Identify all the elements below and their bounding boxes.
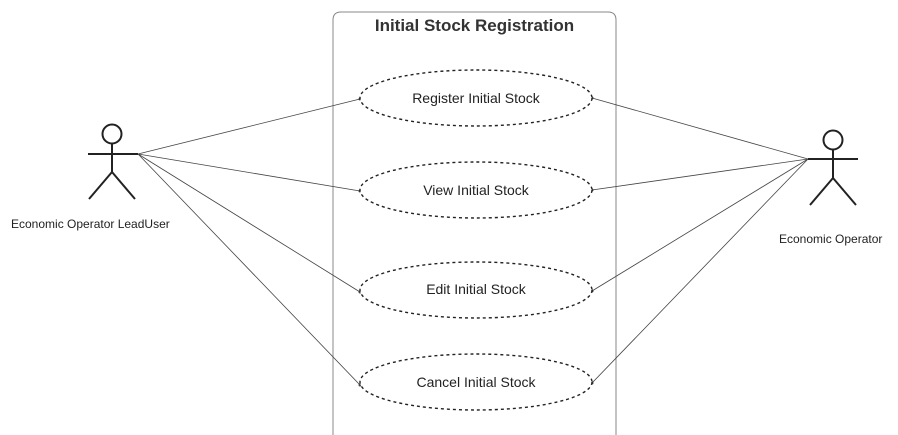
- system-boundary: [332, 11, 617, 435]
- usecase-edit-ellipse: [359, 261, 593, 319]
- assoc-left-edit: [137, 153, 361, 293]
- actor-left-head: [101, 123, 123, 145]
- usecase-view-ellipse: [359, 161, 593, 219]
- usecase-cancel-ellipse: [359, 353, 593, 411]
- actor-left-label: Economic Operator LeadUser: [11, 217, 170, 231]
- actor-right-figure: [808, 129, 858, 206]
- assoc-right-view: [591, 158, 809, 191]
- actor-left-figure: [88, 123, 138, 200]
- actor-right-label: Economic Operator: [779, 232, 883, 246]
- left-associations: [137, 98, 361, 386]
- assoc-right-cancel: [591, 158, 809, 384]
- usecase-edit-label: Edit Initial Stock: [426, 281, 526, 297]
- right-associations: [591, 97, 809, 384]
- actor-right-head: [822, 129, 844, 151]
- usecase-register-ellipse: [359, 69, 593, 127]
- usecase-view-label: View Initial Stock: [423, 182, 529, 198]
- assoc-right-edit: [591, 158, 809, 292]
- assoc-left-register: [137, 98, 361, 155]
- use-case-shapes: [359, 69, 593, 411]
- endpoint-dots: [358, 96, 594, 387]
- usecase-register-label: Register Initial Stock: [412, 90, 540, 106]
- system-title: Initial Stock Registration: [374, 16, 575, 35]
- assoc-left-view: [137, 153, 361, 192]
- usecase-cancel-label: Cancel Initial Stock: [416, 374, 536, 390]
- assoc-right-register: [591, 97, 809, 160]
- assoc-left-cancel: [137, 153, 361, 386]
